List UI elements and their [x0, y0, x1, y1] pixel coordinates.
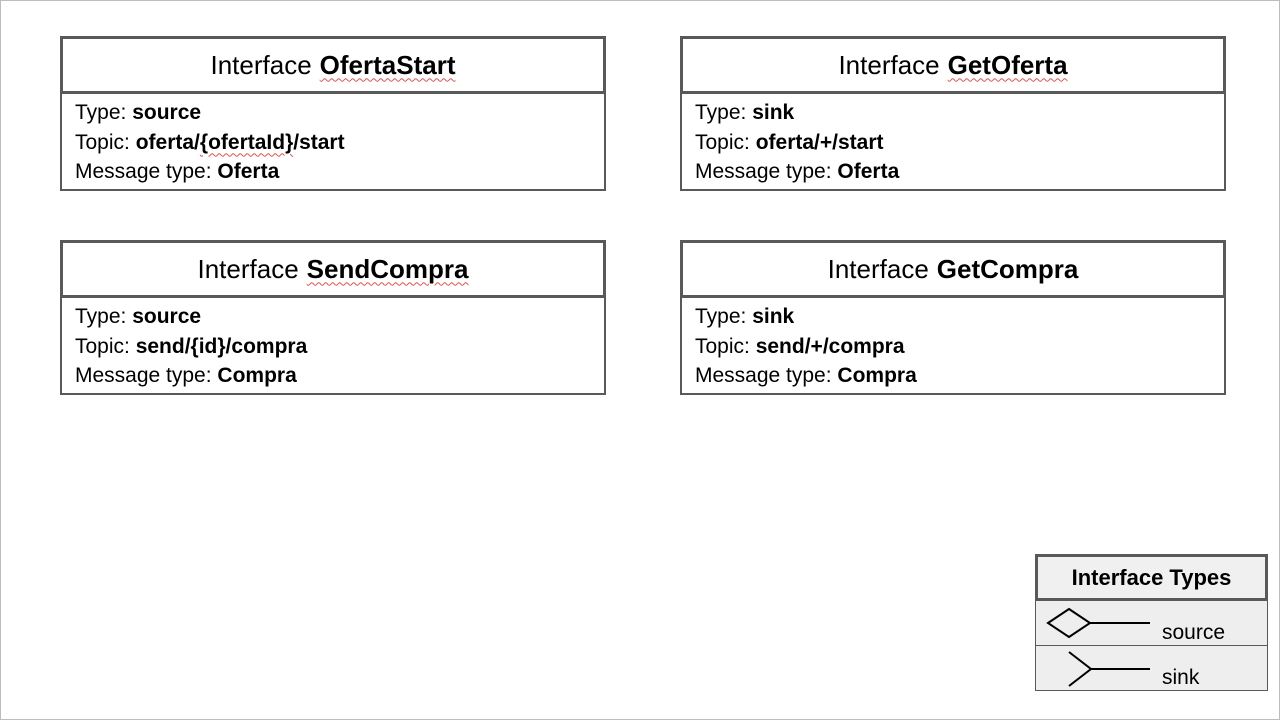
- type-label: Type:: [695, 305, 753, 328]
- interface-box-getoferta: Interface GetOferta Type: sink Topic: of…: [680, 36, 1226, 191]
- interface-box-getcompra: Interface GetCompra Type: sink Topic: se…: [680, 240, 1226, 395]
- topic-label: Topic:: [695, 130, 756, 154]
- message-type-value: Oferta: [217, 160, 280, 183]
- topic-label: Topic:: [75, 334, 136, 358]
- interface-body: Type: sink Topic: send/+/compra Message …: [680, 298, 1226, 395]
- topic-label: Topic:: [75, 130, 136, 154]
- type-row: Type: source: [75, 98, 592, 128]
- message-type-label: Message type:: [695, 364, 838, 387]
- interface-prefix: Interface: [838, 49, 940, 80]
- topic-row: Topic: send/{id}/compra: [75, 332, 592, 362]
- message-type-row: Message type: Oferta: [695, 157, 1212, 187]
- interface-header: Interface OfertaStart: [60, 36, 606, 94]
- topic-value-suffix: /start: [293, 130, 345, 154]
- legend-item-sink: sink: [1035, 646, 1268, 691]
- interface-body: Type: source Topic: send/{id}/compra Mes…: [60, 298, 606, 395]
- interface-header: Interface GetCompra: [680, 240, 1226, 298]
- topic-row: Topic: send/+/compra: [695, 332, 1212, 362]
- interface-name: GetCompra: [936, 253, 1079, 284]
- topic-value-prefix: oferta/: [135, 130, 200, 154]
- message-type-label: Message type:: [75, 160, 218, 183]
- interface-prefix: Interface: [827, 253, 929, 284]
- type-value: sink: [752, 305, 795, 328]
- interface-name: GetOferta: [947, 49, 1068, 80]
- interface-box-ofertastart: Interface OfertaStart Type: source Topic…: [60, 36, 606, 191]
- topic-value: oferta/+/start: [755, 130, 884, 154]
- interface-body: Type: source Topic: oferta/{ofertaId}/st…: [60, 94, 606, 191]
- topic-value: send/{id}/compra: [135, 334, 308, 358]
- type-value: sink: [752, 101, 795, 124]
- topic-value: send/+/compra: [755, 334, 905, 358]
- interface-body: Type: sink Topic: oferta/+/start Message…: [680, 94, 1226, 191]
- topic-label: Topic:: [695, 334, 756, 358]
- topic-row: Topic: oferta/{ofertaId}/start: [75, 128, 592, 158]
- topic-row: Topic: oferta/+/start: [695, 128, 1212, 158]
- legend-label-source: source: [1162, 621, 1226, 644]
- type-row: Type: sink: [695, 302, 1212, 332]
- legend-title: Interface Types: [1035, 554, 1268, 601]
- source-diamond-icon: [1046, 607, 1150, 639]
- sink-chevron-icon: [1068, 651, 1150, 687]
- message-type-value: Compra: [217, 364, 297, 387]
- message-type-label: Message type:: [75, 364, 218, 387]
- message-type-row: Message type: Compra: [695, 361, 1212, 391]
- type-label: Type:: [75, 305, 133, 328]
- type-value: source: [132, 305, 202, 328]
- interface-prefix: Interface: [210, 49, 312, 80]
- type-label: Type:: [695, 101, 753, 124]
- message-type-value: Oferta: [837, 160, 900, 183]
- interface-header: Interface SendCompra: [60, 240, 606, 298]
- interface-box-sendcompra: Interface SendCompra Type: source Topic:…: [60, 240, 606, 395]
- type-value: source: [132, 101, 202, 124]
- interface-name: SendCompra: [306, 253, 469, 284]
- type-label: Type:: [75, 101, 133, 124]
- message-type-row: Message type: Compra: [75, 361, 592, 391]
- interface-header: Interface GetOferta: [680, 36, 1226, 94]
- message-type-row: Message type: Oferta: [75, 157, 592, 187]
- topic-value-param: {ofertaId}: [199, 130, 294, 154]
- legend-item-source: source: [1035, 601, 1268, 646]
- legend-label-sink: sink: [1162, 666, 1200, 689]
- type-row: Type: source: [75, 302, 592, 332]
- interface-name: OfertaStart: [319, 49, 456, 80]
- type-row: Type: sink: [695, 98, 1212, 128]
- interface-types-legend: Interface Types source sink: [1035, 554, 1268, 692]
- interface-prefix: Interface: [197, 253, 299, 284]
- message-type-value: Compra: [837, 364, 917, 387]
- message-type-label: Message type:: [695, 160, 838, 183]
